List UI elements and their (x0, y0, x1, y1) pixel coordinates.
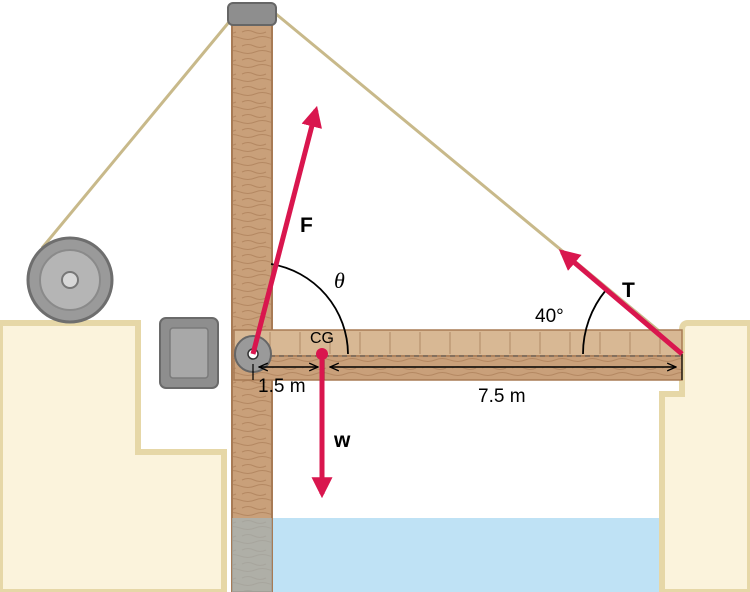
label-tension-t: T (622, 279, 635, 302)
label-angle-40: 40° (535, 306, 564, 327)
label-weight-w: w (333, 429, 351, 452)
bridge-deck-top (233, 329, 683, 357)
force-f-arrow (250, 105, 322, 355)
counterweight-block (159, 317, 219, 389)
left-bank (0, 320, 227, 592)
tension-t-arrow (558, 249, 684, 356)
cg-point (316, 348, 328, 360)
theta-arc (270, 263, 349, 355)
dimension-cg (252, 364, 318, 380)
label-dist-cable: 7.5 m (478, 386, 526, 407)
label-cg: CG (310, 330, 334, 347)
water (240, 518, 660, 592)
pulley-wheel (26, 236, 114, 324)
rope-left (40, 15, 236, 249)
label-theta: θ (334, 268, 345, 293)
label-dist-cg: 1.5 m (258, 376, 306, 397)
post-base (232, 518, 272, 592)
post-cap (227, 2, 277, 26)
cable-angle-arc (582, 289, 607, 355)
right-bank (659, 320, 750, 592)
label-force-f: F (300, 214, 313, 237)
bridge-deck-blocks (269, 332, 661, 354)
